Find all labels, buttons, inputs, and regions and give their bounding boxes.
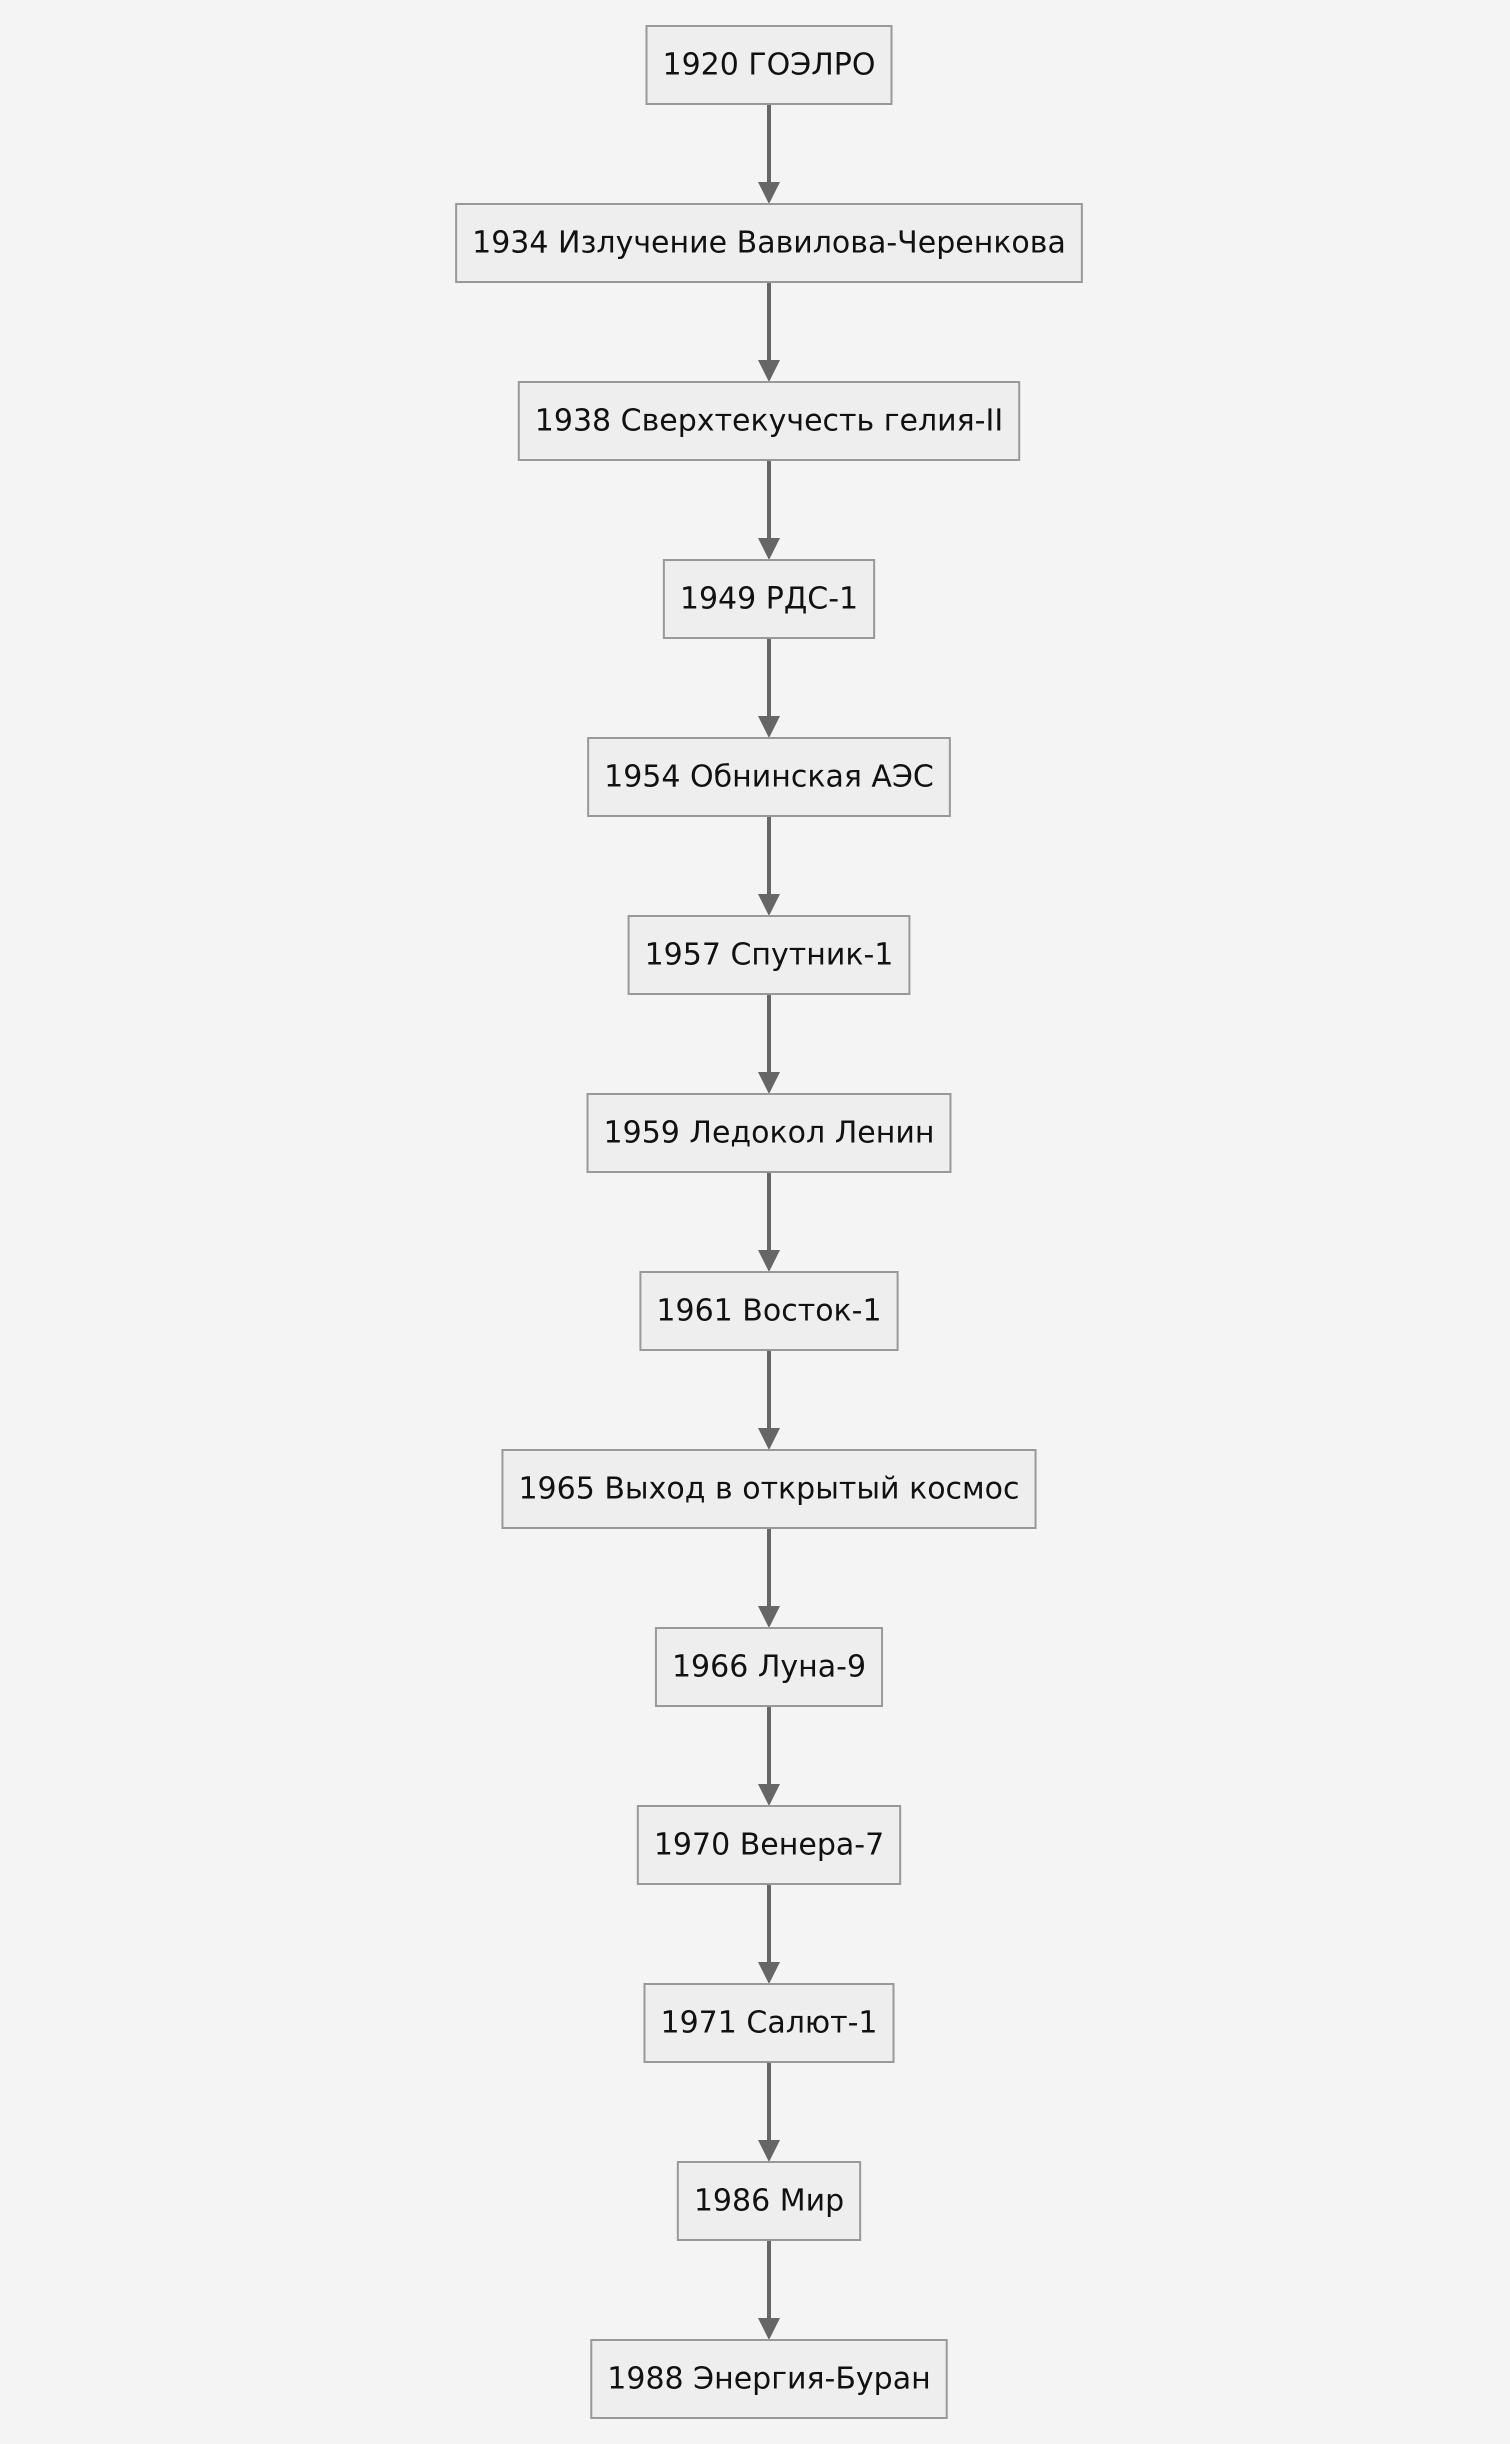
flowchart-arrow [758, 638, 780, 738]
node-box [517, 381, 1021, 461]
node-box [501, 1449, 1037, 1529]
arrow-head-icon [758, 2318, 780, 2340]
flowchart-arrow [758, 816, 780, 916]
flowchart-node-1986: 1986 Мир [676, 2161, 862, 2241]
flowchart-arrow [758, 2062, 780, 2162]
node-box [590, 2339, 948, 2419]
arrow-head-icon [758, 538, 780, 560]
flowchart-node-1949: 1949 РДС-1 [662, 559, 876, 639]
node-label: 1961 Восток-1 [656, 1294, 881, 1329]
flowchart-arrow [758, 104, 780, 204]
node-box [645, 25, 893, 105]
flowchart-node-1966: 1966 Луна-9 [654, 1627, 884, 1707]
arrow-head-icon [758, 1072, 780, 1094]
node-box [654, 1627, 884, 1707]
arrow-head-icon [758, 894, 780, 916]
node-label: 1966 Луна-9 [672, 1650, 866, 1685]
arrow-head-icon [758, 1606, 780, 1628]
flowchart-node-1934: 1934 Излучение Вавилова-Черенкова [455, 203, 1083, 283]
node-label: 1949 РДС-1 [680, 582, 858, 617]
flowchart-arrow [758, 1706, 780, 1806]
node-label: 1965 Выход в открытый космос [518, 1472, 1019, 1507]
arrow-head-icon [758, 1962, 780, 1984]
node-label: 1920 ГОЭЛРО [662, 48, 875, 83]
node-label: 1988 Энергия-Буран [607, 2362, 930, 2397]
node-box [636, 1805, 902, 1885]
flowchart-node-1961: 1961 Восток-1 [639, 1271, 899, 1351]
node-label: 1938 Сверхтекучесть гелия-II [535, 404, 1003, 439]
node-label: 1934 Излучение Вавилова-Черенкова [472, 226, 1066, 261]
node-box [643, 1983, 895, 2063]
flowchart-node-1954: 1954 Обнинская АЭС [587, 737, 951, 817]
flowchart-arrow [758, 1172, 780, 1272]
node-box [587, 737, 951, 817]
arrow-head-icon [758, 716, 780, 738]
flowchart-arrow [758, 2240, 780, 2340]
flowchart-node-1920: 1920 ГОЭЛРО [645, 25, 893, 105]
flowchart-node-1938: 1938 Сверхтекучесть гелия-II [517, 381, 1021, 461]
arrow-head-icon [758, 2140, 780, 2162]
flowchart-arrow [758, 1884, 780, 1984]
node-box [639, 1271, 899, 1351]
node-label: 1959 Ледокол Ленин [604, 1116, 935, 1151]
node-label: 1957 Спутник-1 [645, 938, 894, 973]
node-box [662, 559, 876, 639]
flowchart-arrow [758, 1528, 780, 1628]
flowchart-node-1965: 1965 Выход в открытый космос [501, 1449, 1037, 1529]
arrow-head-icon [758, 1784, 780, 1806]
arrow-head-icon [758, 360, 780, 382]
flowchart-arrow [758, 460, 780, 560]
node-label: 1986 Мир [694, 2184, 844, 2219]
edges-layer [758, 104, 780, 2340]
node-box [455, 203, 1083, 283]
flowchart-node-1971: 1971 Салют-1 [643, 1983, 895, 2063]
flowchart-arrow [758, 994, 780, 1094]
node-label: 1970 Венера-7 [654, 1828, 884, 1863]
node-box [586, 1093, 952, 1173]
arrow-head-icon [758, 1250, 780, 1272]
flowchart-arrow [758, 282, 780, 382]
flowchart-node-1957: 1957 Спутник-1 [627, 915, 911, 995]
arrow-head-icon [758, 182, 780, 204]
flowchart-arrow [758, 1350, 780, 1450]
node-label: 1971 Салют-1 [660, 2006, 877, 2041]
node-box [676, 2161, 862, 2241]
node-box [627, 915, 911, 995]
flowchart-node-1959: 1959 Ледокол Ленин [586, 1093, 952, 1173]
node-label: 1954 Обнинская АЭС [604, 760, 934, 795]
flowchart-node-1988: 1988 Энергия-Буран [590, 2339, 948, 2419]
flowchart-node-1970: 1970 Венера-7 [636, 1805, 902, 1885]
arrow-head-icon [758, 1428, 780, 1450]
nodes-layer: 1920 ГОЭЛРО 1934 Излучение Вавилова-Черен… [455, 25, 1083, 2419]
